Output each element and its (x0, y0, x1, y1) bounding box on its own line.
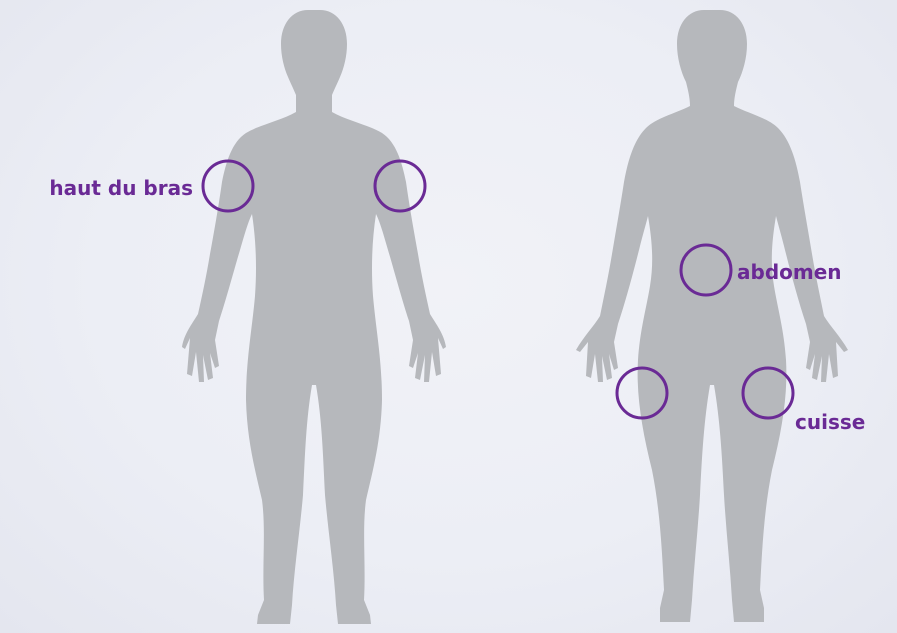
female-silhouette (576, 10, 848, 622)
abdomen-label: abdomen (737, 260, 842, 284)
upper-arm-label: haut du bras (49, 176, 193, 200)
thigh-label: cuisse (795, 410, 865, 434)
male-silhouette (182, 10, 446, 624)
